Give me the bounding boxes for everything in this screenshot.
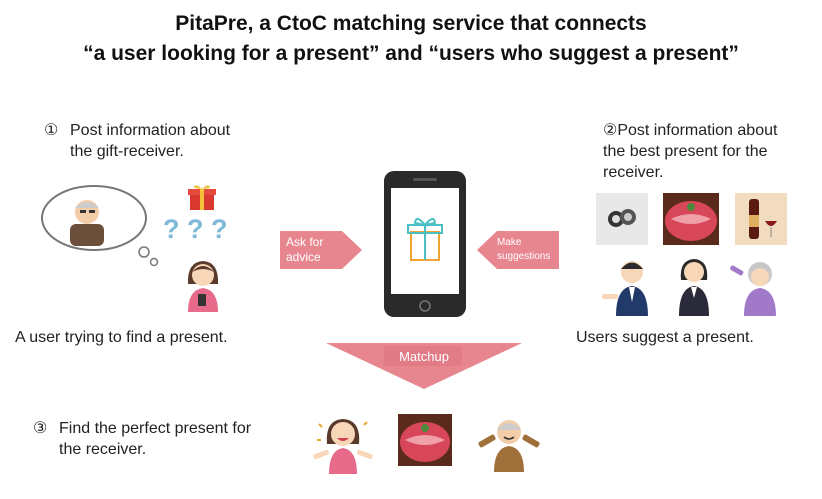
happy-girl-icon xyxy=(313,419,373,474)
suggest-arrow-line-2: suggestions xyxy=(497,251,550,262)
ask-arrow-line-2: advice xyxy=(286,250,321,264)
page-title-line-1: PitaPre, a CtoC matching service that co… xyxy=(175,12,647,35)
watch-photo xyxy=(596,193,648,245)
page-title-line-2: “a user looking for a present” and “user… xyxy=(83,42,739,65)
receiver-old-man-icon xyxy=(70,200,104,246)
matchup-arrow: Matchup xyxy=(326,343,522,389)
businesswoman-icon xyxy=(679,259,709,316)
grandmother-icon xyxy=(730,262,776,316)
matchup-label: Matchup xyxy=(399,349,449,364)
question-marks: ? ? ? xyxy=(163,214,228,244)
step-3-text-line-1: Find the perfect present for xyxy=(59,420,252,437)
businessman-icon xyxy=(602,261,648,316)
wagyu-beef-result-photo xyxy=(398,414,452,466)
step-1-text-line-1: Post information about xyxy=(70,122,231,139)
thought-bubble-icon xyxy=(41,185,159,267)
wine-bottle-photo xyxy=(735,193,787,245)
red-gift-box-icon xyxy=(188,185,216,210)
make-suggestions-arrow: Make suggestions xyxy=(477,231,559,269)
step-2-text-line-1: ②Post information about xyxy=(603,122,778,139)
smartphone-icon xyxy=(384,171,466,317)
ask-for-advice-arrow: Ask for advice xyxy=(280,231,362,269)
suggest-arrow-line-1: Make xyxy=(497,237,522,248)
step-1-number: ① xyxy=(44,122,59,139)
step-2-text-line-3: receiver. xyxy=(603,164,664,181)
app-gift-icon xyxy=(407,218,443,261)
ask-arrow-line-1: Ask for xyxy=(286,235,323,249)
step-1-text-line-2: the gift-receiver. xyxy=(70,143,184,160)
right-caption: Users suggest a present. xyxy=(576,329,754,346)
left-caption: A user trying to find a present. xyxy=(15,329,228,346)
step-3-number: ③ xyxy=(33,420,48,437)
wagyu-beef-photo xyxy=(663,193,719,245)
step-3-text-line-2: the receiver. xyxy=(59,441,147,458)
girl-with-phone-icon xyxy=(187,261,219,312)
step-2-text-line-2: the best present for the xyxy=(603,143,768,160)
happy-old-man-icon xyxy=(478,420,540,472)
